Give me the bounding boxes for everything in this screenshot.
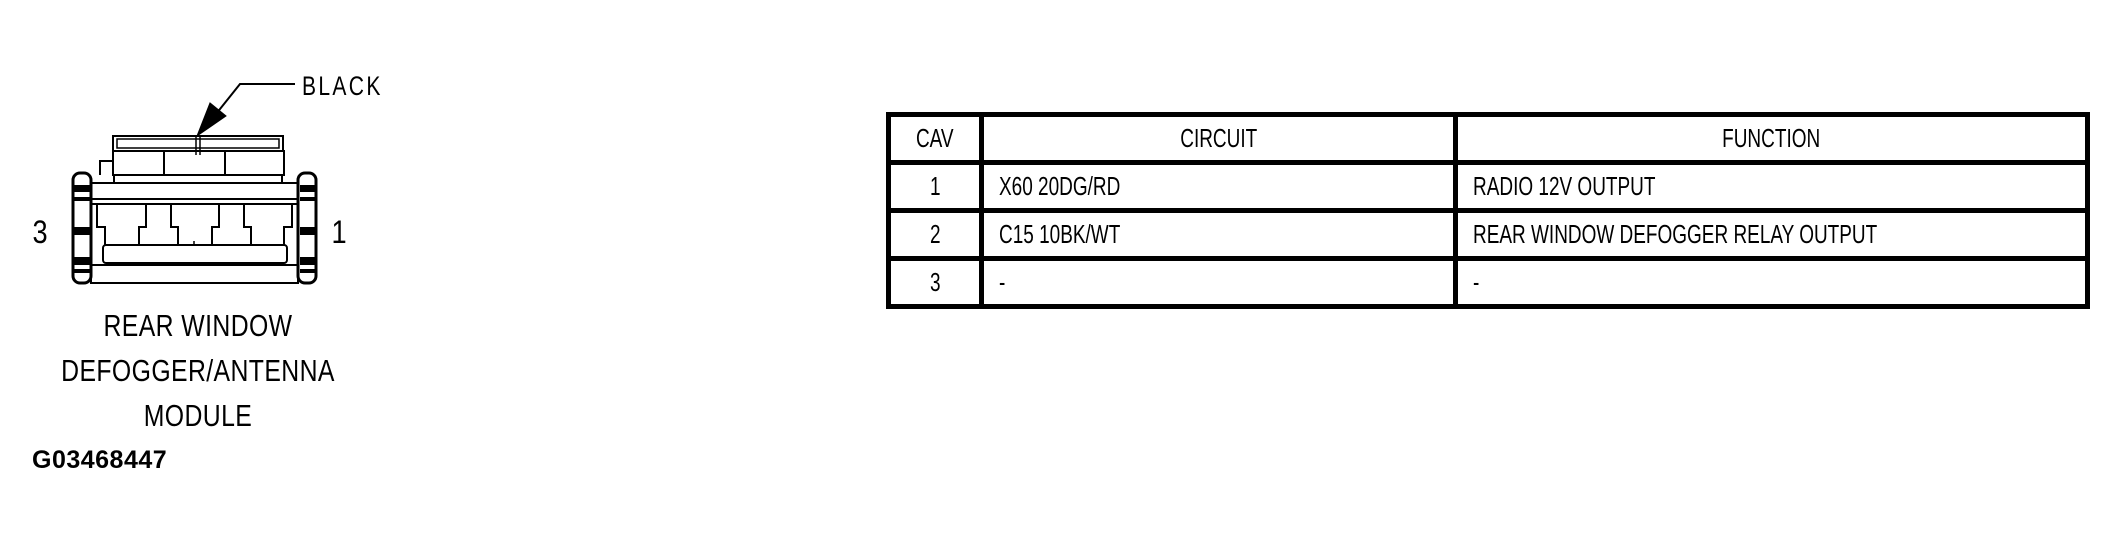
cell-cav: 2 [886, 208, 984, 261]
table-row: 2 C15 10BK/WT REAR WINDOW DEFOGGER RELAY… [886, 208, 2090, 261]
caption-line: MODULE [143, 398, 253, 433]
cell-cav: 1 [886, 160, 984, 213]
table-row: 1 X60 20DG/RD RADIO 12V OUTPUT [886, 160, 2090, 213]
pin-label-left: 3 [32, 215, 47, 251]
pinout-table: CAV CIRCUIT FUNCTION 1 X60 20DG/RD RADIO… [886, 112, 2090, 309]
caption-line: DEFOGGER/ANTENNA [61, 353, 335, 388]
connector-drawing: BLACK 3 1 [32, 72, 383, 285]
black-callout-arrow [195, 83, 295, 138]
connector-caption: REAR WINDOW DEFOGGER/ANTENNA MODULE [40, 303, 357, 438]
cell-circuit: C15 10BK/WT [979, 208, 1458, 261]
header-function: FUNCTION [1453, 112, 2090, 165]
caption-line: REAR WINDOW [103, 308, 293, 343]
header-cav: CAV [886, 112, 984, 165]
connector-color-label: BLACK [302, 72, 383, 102]
figure-id: G03468447 [32, 446, 168, 474]
cell-function: RADIO 12V OUTPUT [1453, 160, 2090, 213]
connector-body [90, 182, 299, 284]
cell-function: REAR WINDOW DEFOGGER RELAY OUTPUT [1453, 208, 2090, 261]
cell-cav: 3 [886, 256, 984, 309]
pin-label-right: 1 [331, 215, 346, 251]
connector-side-latches [71, 171, 318, 285]
cell-function: - [1453, 256, 2090, 309]
cell-circuit: X60 20DG/RD [979, 160, 1458, 213]
table-header-row: CAV CIRCUIT FUNCTION [886, 112, 2090, 165]
header-circuit: CIRCUIT [979, 112, 1458, 165]
connector-top-tab [112, 135, 284, 155]
table-row: 3 - - [886, 256, 2090, 309]
connector-upper-tier [99, 150, 285, 184]
cell-circuit: - [979, 256, 1458, 309]
